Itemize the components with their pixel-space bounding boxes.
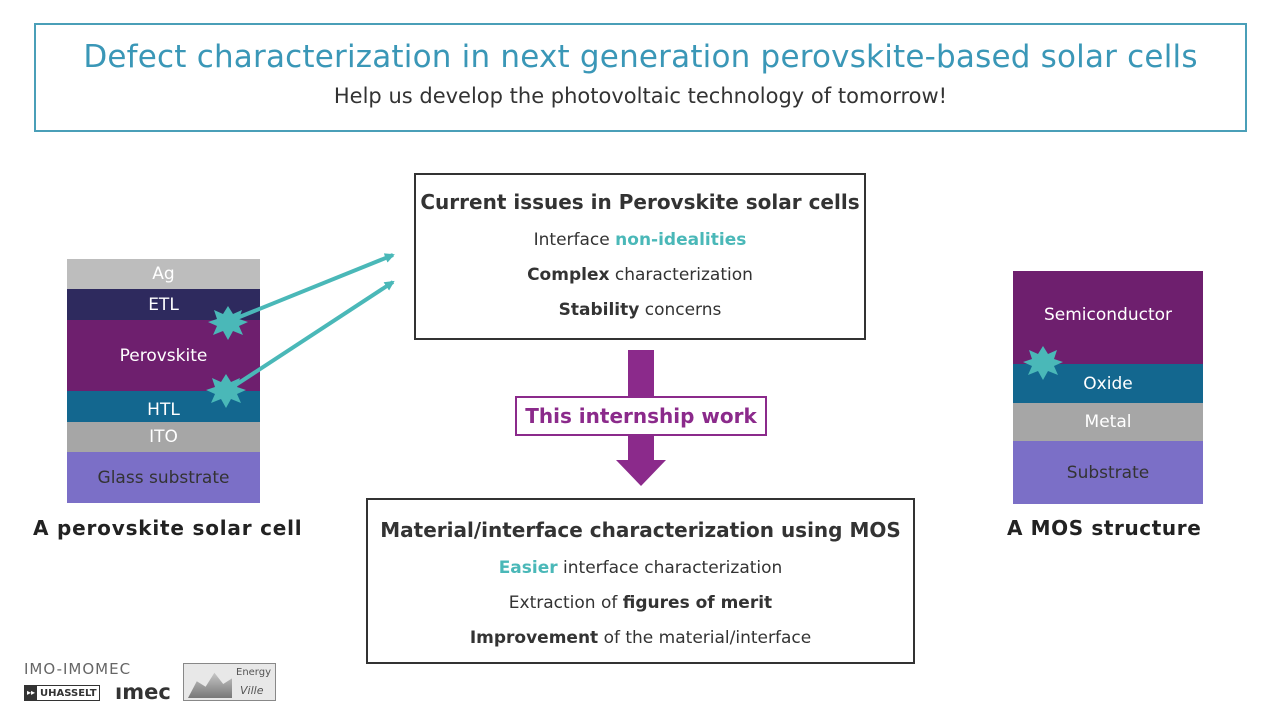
layer-label: Semiconductor [1043,304,1173,325]
layer-glass: Glass substrate [67,452,260,503]
imo-imomec-logo: IMO-IMOMEC [24,660,132,678]
issue-characterization: Complex characterization [416,265,864,285]
energyville-text-energy: Energy [236,667,272,678]
energyville-logo: Energy Ville [183,663,276,701]
uhasselt-logo: ▸▸ UHASSELT [24,685,100,701]
issue-bold: Stability [558,300,640,320]
issue-stability: Stability concerns [416,300,864,320]
imec-logo: ımec [115,680,171,704]
mos-text: of the material/interface [603,628,812,648]
page-title: Defect characterization in next generati… [83,39,1198,75]
uhasselt-text: UHASSELT [40,687,97,699]
page-subtitle: Help us develop the photovoltaic technol… [333,84,948,108]
layer-semiconductor: Semiconductor [1013,271,1203,364]
layer-label: ETL [148,294,179,315]
layer-ito: ITO [67,422,260,452]
mos-extraction: Extraction of figures of merit [368,593,913,613]
issue-text: Interface [533,230,610,250]
defect-arrow-htl [226,280,395,392]
mos-bold: figures of merit [622,593,773,613]
solar-cell-caption: A perovskite solar cell [33,516,303,540]
layer-label: HTL [147,399,180,420]
layer-label: Glass substrate [97,467,230,488]
issue-bold: Complex [527,265,610,285]
layer-label: ITO [149,427,178,447]
layer-label: Oxide [1083,373,1133,394]
energyville-text-ville: Ville [240,684,264,697]
defect-arrow-etl [231,253,395,322]
issue-interface: Interface non-idealities [416,230,864,250]
mos-improvement: Improvement of the material/interface [368,628,913,648]
uhasselt-icon: ▸▸ [25,686,38,700]
mos-caption: A MOS structure [1007,516,1202,540]
issue-text: characterization [614,265,753,285]
internship-label-overlay: This internship work [515,396,767,436]
issues-box: Current issues in Perovskite solar cells… [414,173,866,340]
layer-ag: Ag [67,259,260,289]
layer-label: Ag [152,264,175,284]
defect-burst-mos [1023,346,1063,380]
mos-text: Extraction of [508,593,618,613]
defect-burst-etl [208,306,248,340]
mos-bold: Improvement [469,628,599,648]
layer-label: Metal [1084,412,1132,432]
mos-easier: Easier interface characterization [368,558,913,578]
layer-metal: Metal [1013,403,1203,441]
layer-label: Perovskite [119,345,208,366]
issue-highlight: non-idealities [615,230,747,250]
mos-title: Material/interface characterization usin… [380,518,901,542]
mos-box: Material/interface characterization usin… [366,498,915,664]
energyville-icon [188,672,232,698]
mos-text: interface characterization [563,558,783,578]
issue-text: concerns [644,300,722,320]
layer-label: Substrate [1066,462,1150,483]
title-box: Defect characterization in next generati… [34,23,1247,132]
mos-highlight: Easier [498,558,558,578]
defect-burst-htl [206,374,246,408]
issues-title: Current issues in Perovskite solar cells [420,190,860,214]
layer-substrate: Substrate [1013,441,1203,504]
